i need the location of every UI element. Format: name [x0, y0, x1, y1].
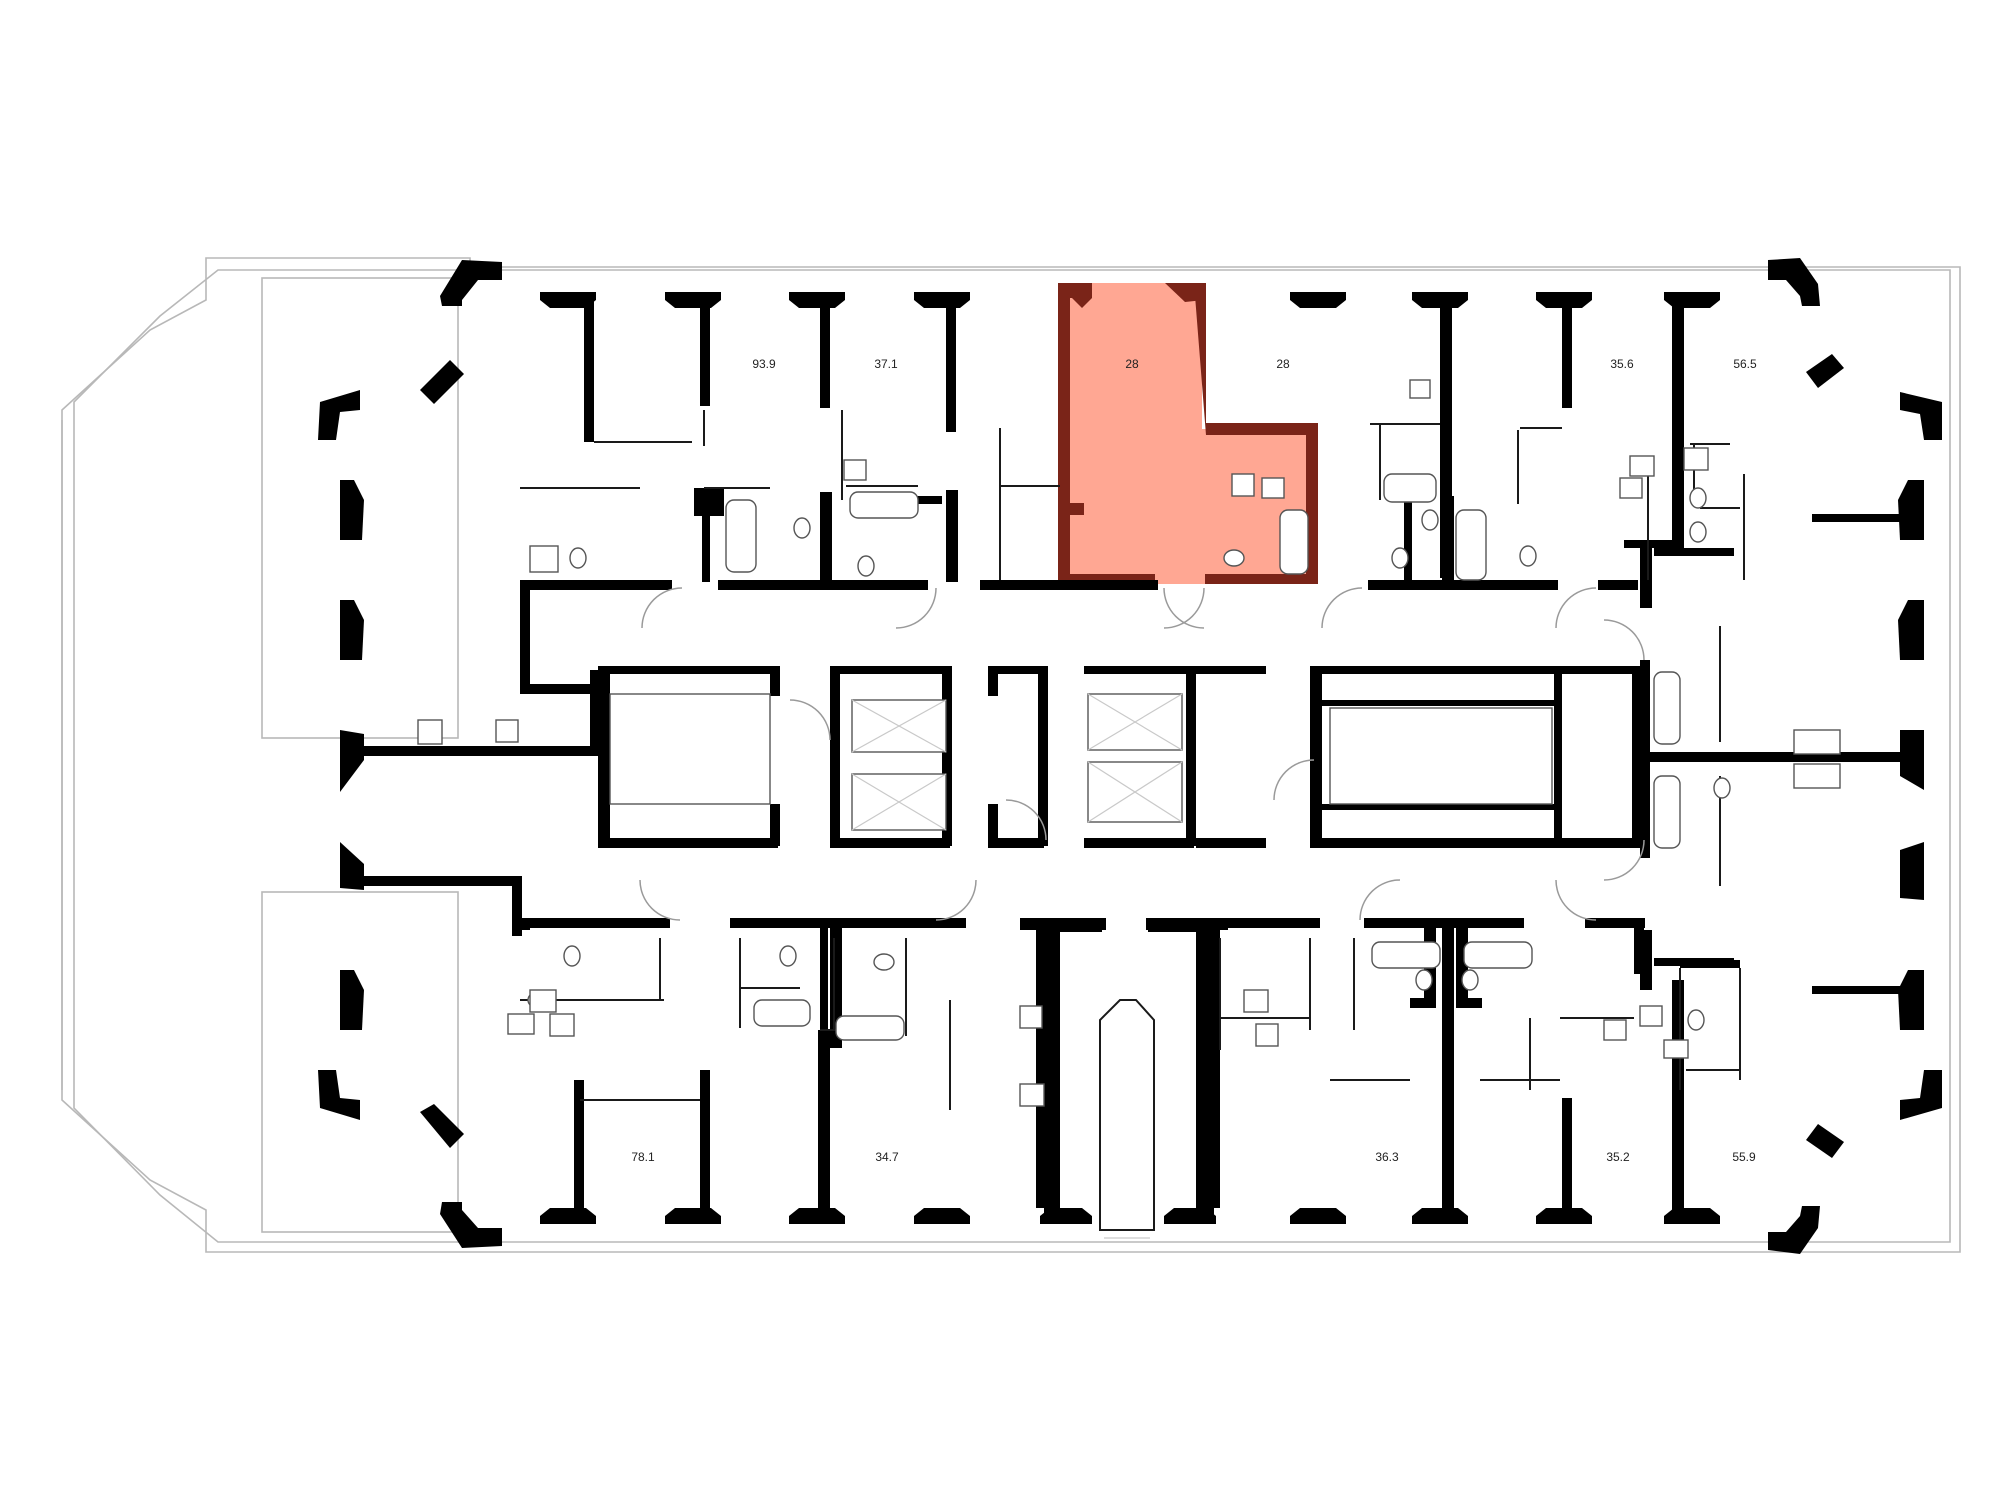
door-swings: [639, 587, 1645, 921]
shower-icon: [495, 379, 1709, 1041]
area-label-34-7: 34.7: [875, 1150, 899, 1164]
apartment-93-9[interactable]: [700, 300, 830, 580]
toilet-icon: [527, 487, 1731, 1031]
apartment-37-1[interactable]: [830, 300, 950, 580]
area-label-56-5: 56.5: [1733, 357, 1757, 371]
area-label-37-1: 37.1: [874, 357, 898, 371]
central-shaft: [1099, 999, 1155, 1239]
area-label-28-selected: 28: [1125, 357, 1139, 371]
apartment-56-5[interactable]: [1684, 300, 1804, 540]
area-label-55-9: 55.9: [1732, 1150, 1756, 1164]
apartment-36-3[interactable]: [1340, 1080, 1440, 1210]
area-label-35-2: 35.2: [1606, 1150, 1630, 1164]
building-outline: [61, 257, 1961, 1253]
interior-walls: [350, 488, 1920, 1208]
area-label-28: 28: [1276, 357, 1290, 371]
area-label-35-6: 35.6: [1610, 357, 1634, 371]
apartment-35-2[interactable]: [1560, 1080, 1672, 1210]
area-labels: 93.9 37.1 28 28 35.6 56.5 78.1 34.7 36.3…: [631, 357, 1757, 1164]
stair-icon: [609, 693, 1553, 805]
apartment-78-1[interactable]: [580, 1000, 700, 1210]
area-label-93-9: 93.9: [752, 357, 776, 371]
apartment-55-9[interactable]: [1684, 1080, 1804, 1210]
bathtub-icon: [725, 473, 1681, 1041]
area-label-78-1: 78.1: [631, 1150, 655, 1164]
elevator-icon: [851, 693, 1183, 831]
apartment-34-7[interactable]: [830, 1040, 950, 1210]
area-label-36-3: 36.3: [1375, 1150, 1399, 1164]
apartment-28[interactable]: [1210, 300, 1360, 424]
stove-icon: [417, 455, 1841, 1107]
apartment-35-6[interactable]: [1560, 300, 1672, 580]
